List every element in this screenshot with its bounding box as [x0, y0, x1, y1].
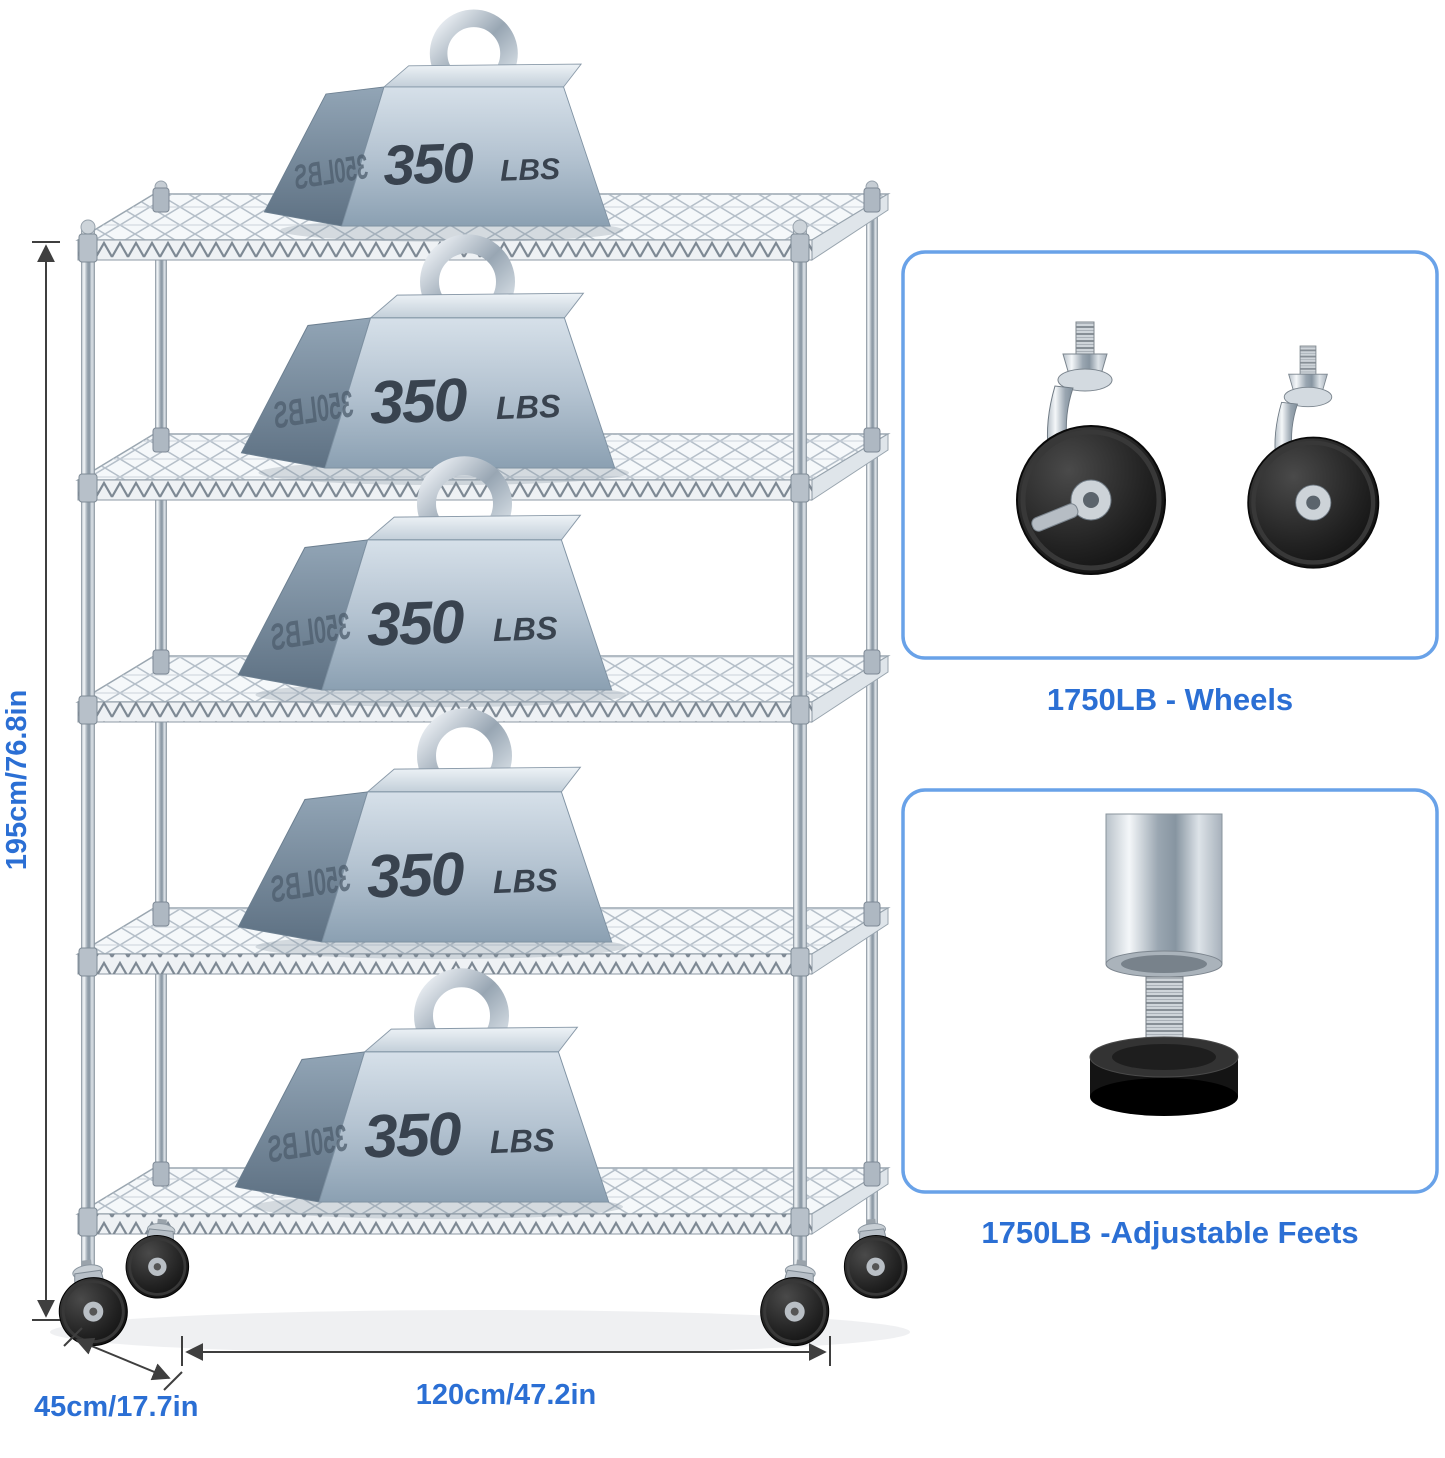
wheels-callout: 1750LB - Wheels: [901, 250, 1439, 717]
depth-dimension-line: [75, 1337, 171, 1381]
feet-callout-title: 1750LB -Adjustable Feets: [981, 1215, 1358, 1250]
shelving-rack: [50, 18, 912, 1354]
weight-350lbs-4: [238, 718, 626, 959]
weight-350lbs-2: [241, 244, 629, 485]
weights: [235, 18, 629, 1219]
caster-wheel-back-right: [838, 1214, 912, 1303]
height-dimension-label: 195cm/76.8in: [1, 690, 33, 871]
depth-tick-start: [63, 1327, 83, 1347]
depth-dimension-label: 45cm/17.7in: [34, 1391, 198, 1423]
back-collars: [152, 187, 881, 1187]
weight-350lbs-1: [264, 18, 623, 242]
weight-350lbs-3: [238, 466, 626, 707]
width-dimension-label: 120cm/47.2in: [416, 1379, 597, 1411]
depth-tick-end: [163, 1371, 183, 1391]
front-collars: [78, 233, 810, 1237]
caster-brake-lever: [1031, 503, 1079, 532]
feet-callout: 1750LB -Adjustable Feets: [901, 788, 1439, 1250]
adjustable-foot-detail: [1089, 813, 1239, 1116]
dimension-annotations: 195cm/76.8in 120cm/47.2in 45cm/17.7in: [1, 241, 831, 1423]
weight-350lbs-5: [235, 978, 623, 1219]
wheels-callout-title: 1750LB - Wheels: [1047, 682, 1293, 717]
